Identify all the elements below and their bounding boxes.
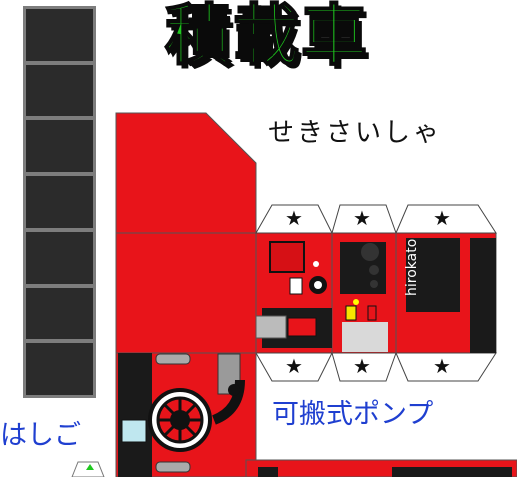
- star-icon: ★: [285, 206, 303, 230]
- pump-wheel-icon: [148, 388, 212, 452]
- ladder-rung: [26, 231, 93, 284]
- top-tab: [255, 204, 333, 234]
- star-icon: ★: [353, 206, 371, 230]
- bottom-tab: [255, 352, 333, 382]
- ladder-rung: [26, 64, 93, 117]
- ladder-rung: [26, 120, 93, 173]
- panel-text: hirokato: [404, 238, 420, 296]
- page-title: 積載車: [164, 0, 369, 74]
- window-panel: [269, 241, 305, 273]
- bottom-tab: [331, 352, 397, 382]
- cab-roof-piece: [115, 112, 257, 234]
- ladder-rung: [26, 287, 93, 340]
- top-tab: [331, 204, 397, 234]
- ladder-strip: [23, 6, 96, 398]
- pump-label: 可搬式ポンプ: [272, 399, 434, 430]
- cab-side-piece: [115, 232, 257, 354]
- star-icon: ★: [433, 206, 451, 230]
- title-reading: せきさいしゃ: [268, 118, 443, 148]
- ladder-rung: [26, 9, 93, 61]
- star-icon: ★: [433, 354, 451, 378]
- ladder-label: はしご: [0, 420, 81, 451]
- ladder-rung: [26, 343, 93, 396]
- ladder-rung: [26, 176, 93, 228]
- star-icon: ★: [353, 354, 371, 378]
- bottom-tab: [395, 352, 497, 382]
- star-icon: ★: [285, 354, 303, 378]
- top-tab: [395, 204, 497, 234]
